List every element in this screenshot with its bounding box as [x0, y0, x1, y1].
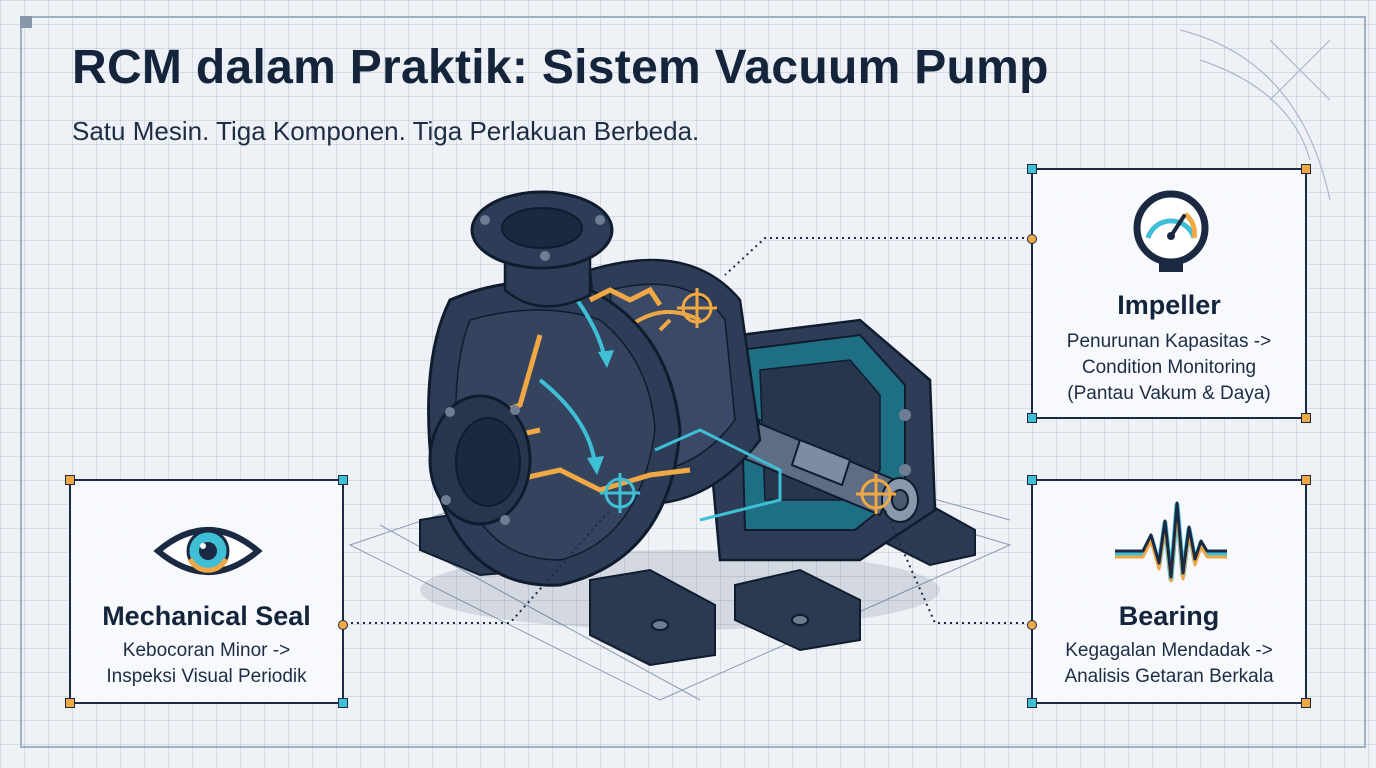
mechanical-seal-card: Mechanical Seal Kebocoran Minor -> Inspe…: [65, 475, 348, 708]
bearing-line-1: Kegagalan Mendadak ->: [1065, 640, 1273, 661]
vibration-waveform-icon: [1115, 501, 1227, 583]
seal-title: Mechanical Seal: [102, 601, 311, 631]
bearing-card: Bearing Kegagalan Mendadak -> Analisis G…: [1027, 475, 1311, 708]
decorative-arcs: [1179, 29, 1331, 201]
bearing-line-2: Analisis Getaran Berkala: [1064, 666, 1274, 687]
impeller-line-3: (Pantau Vakum & Daya): [1067, 383, 1271, 404]
callout-anchor: [1027, 620, 1037, 630]
card-corner: [1027, 475, 1037, 485]
card-corner: [1301, 475, 1311, 485]
eye-icon: [153, 527, 263, 575]
discharge-flange: [470, 190, 614, 308]
seal-line-1: Kebocoran Minor ->: [122, 640, 291, 661]
seal-target: [600, 473, 640, 513]
suction-flange: [428, 394, 532, 526]
impeller-title: Impeller: [1117, 290, 1221, 320]
cutaway-outline: [654, 428, 782, 522]
seal-line-2: Inspeksi Visual Periodik: [106, 666, 307, 687]
callout-anchor: [338, 620, 348, 630]
callout-leaders: [345, 237, 1030, 624]
card-corner: [1027, 164, 1037, 174]
card-corner: [338, 475, 348, 485]
impeller-card: Impeller Penurunan Kapasitas -> Conditio…: [1027, 164, 1311, 423]
bearing-title: Bearing: [1118, 601, 1220, 631]
card-corner: [338, 698, 348, 708]
impeller-target: [677, 288, 717, 328]
card-corner: [1301, 698, 1311, 708]
impeller-line-1: Penurunan Kapasitas ->: [1066, 331, 1272, 352]
callout-anchor: [1027, 234, 1037, 244]
page-title: RCM dalam Praktik: Sistem Vacuum Pump: [72, 41, 1049, 94]
card-corner: [65, 698, 75, 708]
card-corner: [1301, 164, 1311, 174]
corner-mark: [20, 16, 32, 28]
card-corner: [65, 475, 75, 485]
card-corner: [1301, 413, 1311, 423]
page-subtitle: Satu Mesin. Tiga Komponen. Tiga Perlakua…: [72, 116, 700, 146]
bearing-target: [856, 474, 896, 514]
gauge-icon: [1133, 190, 1209, 272]
blueprint-frame: [20, 16, 1366, 748]
card-corner: [1027, 413, 1037, 423]
impeller-line-2: Condition Monitoring: [1081, 357, 1257, 378]
card-corner: [1027, 698, 1037, 708]
